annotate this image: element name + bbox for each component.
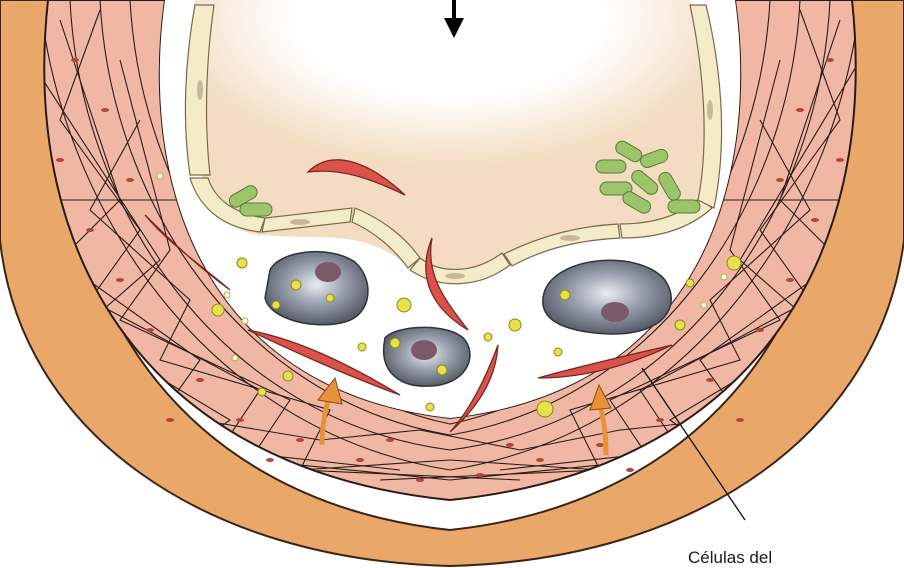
macrophage-left <box>265 252 368 325</box>
macrophage-center <box>384 327 470 386</box>
diagram-label: Células del <box>688 548 772 568</box>
